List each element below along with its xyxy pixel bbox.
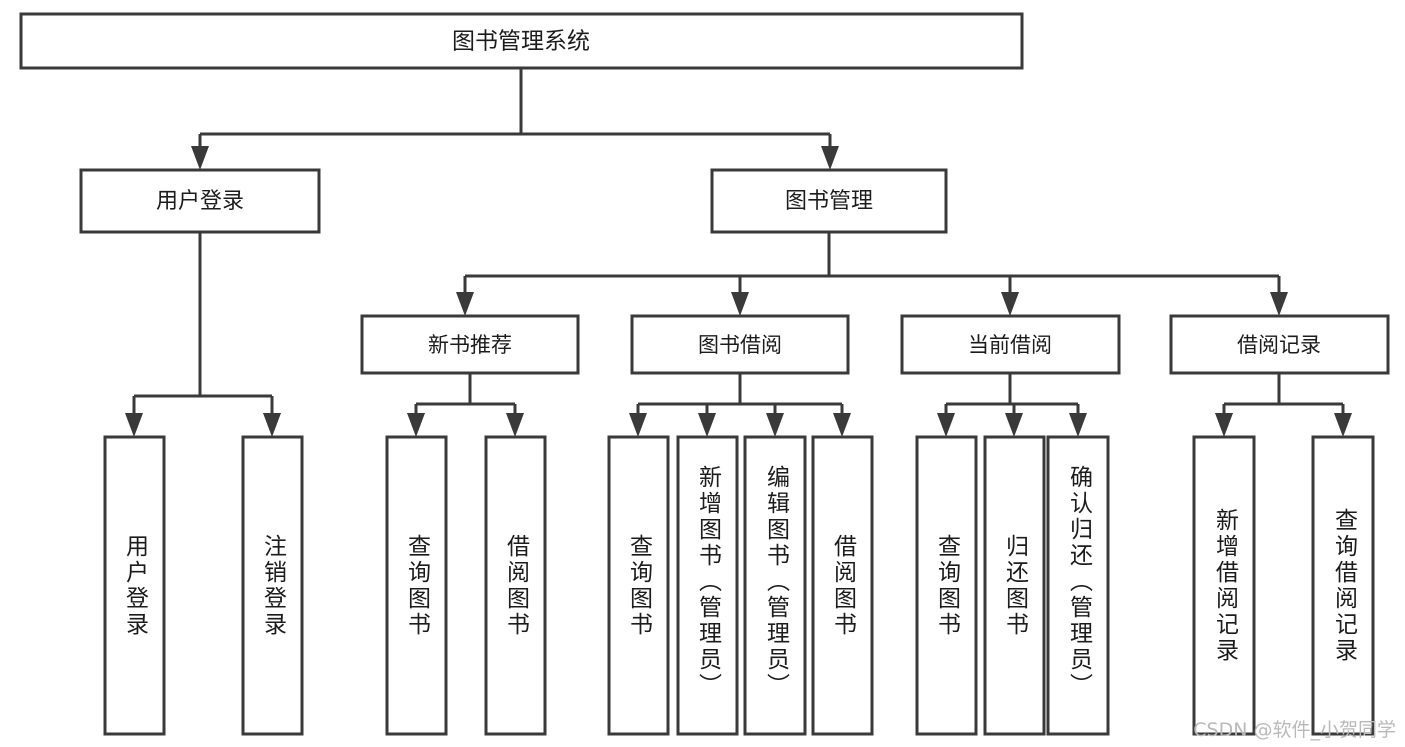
leaf-borrow-book-2-label: 借阅图书: [830, 534, 858, 638]
book-borrow-label: 图书借阅: [698, 333, 782, 357]
arrowhead-to-leaf-user-login: [125, 413, 143, 437]
leaf-add-record-box: [1192, 435, 1256, 736]
connector-layer: [125, 68, 1352, 437]
new-book-recommend-label: 新书推荐: [428, 333, 512, 357]
node-current-borrow[interactable]: 当前借阅: [900, 314, 1121, 375]
connector-newbook-to-leaves: [414, 373, 517, 423]
leaf-edit-book-label: 编辑图书（管理员）: [763, 465, 791, 699]
root-label: 图书管理系统: [452, 29, 590, 55]
node-book-management[interactable]: 图书管理: [710, 168, 948, 234]
node-leaf-edit-book[interactable]: 编辑图书（管理员）: [743, 435, 807, 736]
node-leaf-query-book-3[interactable]: 查询图书: [915, 435, 978, 736]
node-leaf-return-book[interactable]: 归还图书: [983, 435, 1046, 736]
node-root-system[interactable]: 图书管理系统: [19, 12, 1024, 70]
arrowhead-to-leaf-confirm-return: [1069, 413, 1087, 437]
node-leaf-query-record[interactable]: 查询借阅记录: [1311, 435, 1375, 736]
leaf-confirm-return-label: 确认归还（管理员）: [1066, 465, 1094, 699]
arrowhead-to-book-management: [821, 146, 839, 170]
node-book-borrow[interactable]: 图书借阅: [630, 314, 850, 375]
node-new-book-recommend[interactable]: 新书推荐: [360, 314, 580, 375]
book-borrow-box: [630, 314, 850, 375]
leaf-borrow-book-2-box: [811, 435, 874, 736]
node-leaf-confirm-return[interactable]: 确认归还（管理员）: [1046, 435, 1110, 736]
arrowhead-to-current-borrow: [1001, 292, 1019, 316]
arrowhead-to-leaf-borrow-book-1: [506, 413, 524, 437]
leaf-user-login-label: 用户登录: [122, 534, 150, 638]
node-user-login[interactable]: 用户登录: [79, 168, 321, 234]
csdn-watermark: CSDN @软件_小贺同学: [1193, 719, 1396, 741]
leaf-edit-book-box: [743, 435, 807, 736]
leaf-confirm-return-box: [1046, 435, 1110, 736]
leaf-query-book-3-box: [915, 435, 978, 736]
connector-borrowrecord-to-leaves: [1222, 373, 1345, 423]
arrowhead-to-leaf-add-record: [1215, 413, 1233, 437]
leaf-logout-label: 注销登录: [260, 534, 288, 638]
connector-bookmgmt-to-level2: [463, 232, 1281, 302]
leaf-query-book-2-label: 查询图书: [626, 534, 654, 638]
node-leaf-borrow-book-2[interactable]: 借阅图书: [811, 435, 874, 736]
leaf-add-book-box: [676, 435, 739, 736]
book-management-box: [710, 168, 948, 234]
leaf-borrow-book-1-box: [484, 435, 547, 736]
connector-root-to-level1: [198, 68, 832, 156]
leaf-query-book-3-label: 查询图书: [934, 534, 962, 638]
arrowhead-to-leaf-logout: [263, 413, 281, 437]
node-leaf-add-book[interactable]: 新增图书（管理员）: [676, 435, 739, 736]
node-leaf-query-book-1[interactable]: 查询图书: [385, 435, 448, 736]
arrowhead-to-leaf-edit-book: [766, 413, 784, 437]
node-leaf-user-login[interactable]: 用户登录: [103, 435, 166, 736]
new-book-recommend-box: [360, 314, 580, 375]
arrowhead-to-leaf-add-book: [698, 413, 716, 437]
node-leaf-borrow-book-1[interactable]: 借阅图书: [484, 435, 547, 736]
current-borrow-box: [900, 314, 1121, 375]
leaf-query-book-1-box: [385, 435, 448, 736]
leaf-borrow-book-1-label: 借阅图书: [503, 534, 531, 638]
root-box: [19, 12, 1024, 70]
arrowhead-to-borrow-record: [1270, 292, 1288, 316]
borrow-record-label: 借阅记录: [1237, 333, 1321, 357]
leaf-query-record-label: 查询借阅记录: [1331, 508, 1359, 664]
borrow-record-box: [1169, 314, 1390, 375]
arrowhead-to-book-borrow: [731, 292, 749, 316]
leaf-logout-box: [241, 435, 304, 736]
arrowhead-to-leaf-query-book-2: [629, 413, 647, 437]
leaf-return-book-box: [983, 435, 1046, 736]
leaf-query-book-1-label: 查询图书: [404, 534, 432, 638]
node-leaf-add-record[interactable]: 新增借阅记录: [1192, 435, 1256, 736]
arrowhead-to-leaf-query-book-3: [937, 413, 955, 437]
current-borrow-label: 当前借阅: [968, 333, 1052, 357]
connector-userlogin-to-leaves: [132, 232, 274, 423]
arrowhead-to-leaf-query-record: [1334, 413, 1352, 437]
arrowhead-to-new-book-recommend: [456, 292, 474, 316]
arrowhead-to-leaf-return-book: [1005, 413, 1023, 437]
leaf-add-record-label: 新增借阅记录: [1212, 508, 1240, 664]
user-login-box: [79, 168, 321, 234]
node-leaf-logout[interactable]: 注销登录: [241, 435, 304, 736]
arrowhead-to-leaf-query-book-1: [407, 413, 425, 437]
leaf-user-login-box: [103, 435, 166, 736]
leaf-query-book-2-box: [607, 435, 670, 736]
book-management-label: 图书管理: [785, 189, 873, 214]
leaf-add-book-label: 新增图书（管理员）: [695, 465, 723, 699]
node-leaf-query-book-2[interactable]: 查询图书: [607, 435, 670, 736]
arrowhead-to-leaf-borrow-book-2: [833, 413, 851, 437]
leaf-return-book-label: 归还图书: [1002, 534, 1030, 638]
arrowhead-to-user-login: [191, 146, 209, 170]
connector-bookborrow-to-leaves: [636, 373, 844, 423]
node-borrow-record[interactable]: 借阅记录: [1169, 314, 1390, 375]
leaf-query-record-box: [1311, 435, 1375, 736]
user-login-label: 用户登录: [156, 189, 244, 214]
